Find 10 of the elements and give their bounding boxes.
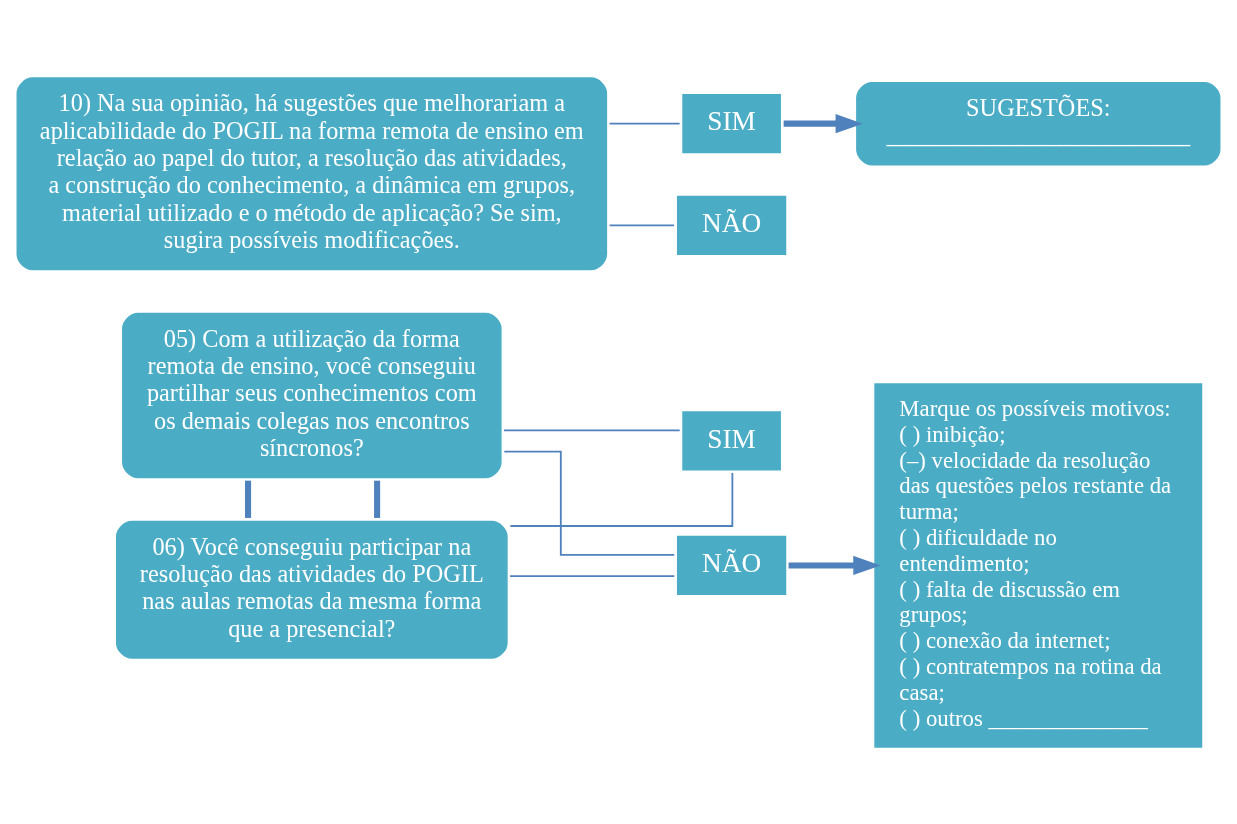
connector — [374, 480, 381, 518]
connector — [608, 122, 681, 125]
connector — [509, 471, 734, 527]
connector — [245, 480, 252, 518]
connector — [503, 450, 676, 556]
connector — [509, 574, 676, 577]
connector — [608, 223, 675, 226]
connector — [503, 428, 681, 431]
arrow — [783, 113, 863, 133]
arrow — [788, 555, 881, 575]
